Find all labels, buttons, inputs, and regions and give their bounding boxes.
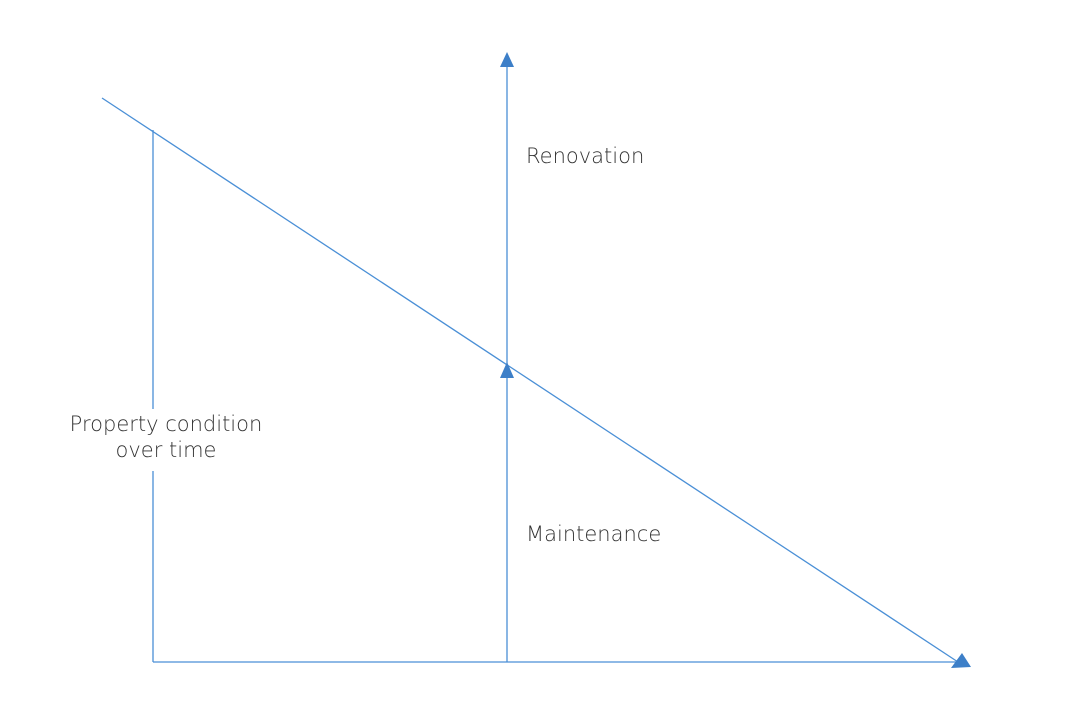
property-condition-label-line2: over time xyxy=(115,438,217,462)
maintenance-label: Maintenance xyxy=(526,522,662,546)
condition-decline-line xyxy=(101,97,959,663)
property-condition-label: Property condition over time xyxy=(52,409,280,471)
property-condition-label-line1: Property condition xyxy=(69,412,263,436)
renovation-label: Renovation xyxy=(526,144,645,168)
decline-arrowhead xyxy=(951,653,971,668)
renovation-arrowhead xyxy=(500,52,514,67)
maintenance-arrowhead xyxy=(500,362,514,378)
